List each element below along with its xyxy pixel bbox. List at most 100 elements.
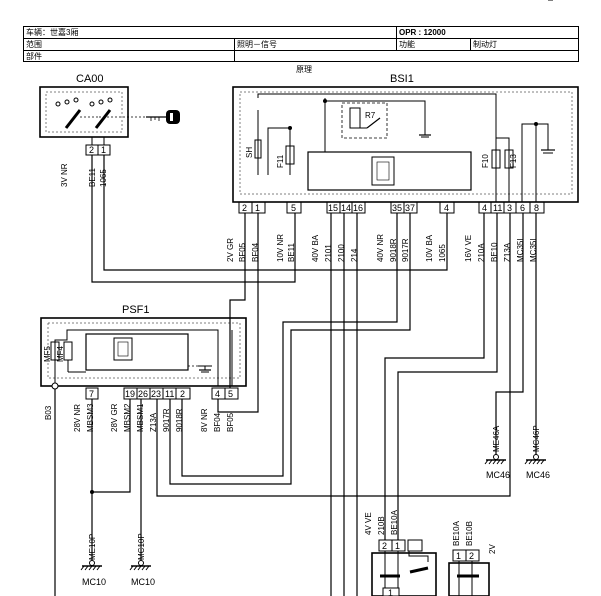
wire-210a: 210A [477,243,486,262]
wire-z13a-psf: Z13A [149,412,158,432]
psf1-pin-2: 2 [180,389,185,399]
wire-210a-route [384,213,485,540]
wire-be10: BE10 [490,242,499,262]
fuse-f10-label: F10 [481,154,490,168]
switch-a-contact [409,566,429,574]
psf1-component: PSF1 MF5 MF4 [40,304,247,390]
bsi-pin-4: 4 [444,203,449,213]
bsi-connector-mid-a [326,201,366,214]
bsi-pin-r4: 4 [482,203,487,213]
ground-mc46p-label: MC46P [532,425,541,452]
ca00-label: CA00 [76,73,104,85]
psf1-inner-box [47,322,241,379]
switch-a-pin-2: 2 [382,541,387,551]
ca00-switch-blade [94,109,112,129]
relay-contact [366,117,381,129]
psf1-internal-wire [54,329,219,386]
fuse-mf5-label: MF5 [43,345,52,362]
wire-spec-28v-nr: 28V NR [73,404,82,432]
wire-9018r: 9018R [389,238,398,262]
wire-spec-16v-ve: 16V VE [464,235,473,262]
bsi-pin-3: 3 [507,203,512,213]
switch-a-pin-1: 1 [395,541,400,551]
ca00-contact [64,99,70,105]
bsi1-connectors: 2 1 5 15 14 16 35 37 4 4 11 3 6 8 [238,201,545,214]
bottom-wire-be10a: BE10A [390,509,399,535]
bsi-controller [307,151,472,191]
bsi-internal-wire [496,137,510,202]
wire-9018r-psf: 9018R [175,408,184,432]
ground-terminal [533,454,539,460]
bottom-wire-210b: 210B [377,516,386,535]
relay-r7-label: R7 [365,111,376,120]
wire-214: 214 [350,248,359,262]
ca00-contact [89,101,95,107]
wire-mc35i-b: MC35I [529,238,538,262]
switch-a-pin-bottom: 1 [388,588,393,596]
parts-cell: 部件 [26,52,42,61]
ca00-pin-1: 1 [101,145,106,155]
ground-terminal [493,454,499,460]
bsi-pin-15: 15 [328,203,338,213]
bsi-pin-37: 37 [405,203,415,213]
ground-mc46-a-label: MC46 [486,470,510,480]
wire-bf05: BF05 [238,242,247,262]
psf1-pin-4: 4 [215,389,220,399]
ground-hatch [80,565,101,571]
relay-r7-box [341,102,388,139]
ground-mc46-b-label: MC46 [526,470,550,480]
wire-mbsm2-route [92,399,131,493]
key-hole [170,113,173,121]
title-row-1: 车辆：世嘉3厢 OPR : 12000 [24,27,578,39]
relay-coil [349,107,361,129]
ground-terminal [138,560,144,566]
ca00-switch-blade [64,109,82,129]
switch-b-pin-2: 2 [469,551,474,561]
bsi-chip-core [376,161,390,181]
wire-z13a-route [156,213,511,497]
bsi1-wire-labels: 2V GR BF05 BF04 10V NR BE11 40V BA 2101 … [226,234,538,262]
ca00-wire-spec: 3V NR [60,163,69,187]
ca00-box [39,86,129,138]
bsi-pin-14: 14 [341,203,351,213]
ground-me10p-label: ME10P [88,534,97,560]
switch-a-connector-extra [407,539,423,552]
shunt-sh-label: SH [245,147,254,158]
wire-9017r-route [169,213,411,485]
junction [90,490,94,494]
junction [534,122,538,126]
ground-mc10-a-label: MC10 [82,577,106,587]
wire-1065: 1065 [438,244,447,262]
wire-spec-40v-nr: 40V NR [376,234,385,262]
fuse-f11 [285,145,295,165]
bsi1-component: BSI1 R7 SH F11 F10 F [232,73,579,203]
bsi1-inner-box [239,91,573,195]
wire-bf04-psf: BF04 [213,412,222,432]
ca00-contact [55,101,61,107]
wire-bf04-route [217,213,259,413]
category-cell: 照明－信号 [234,39,396,50]
title-row-2: 范围 照明－信号 功能 制动灯 [24,39,578,51]
psf1-box [40,317,247,387]
ca00-inner-box [45,91,123,133]
switch-a-box [371,552,437,596]
switch-a-pin-box [382,587,400,596]
grounds: ME46A MC46 MC46P MC46 ME10P MC10 MC10P M… [80,425,550,587]
opr-cell: OPR : 12000 [396,27,580,38]
wire-spec-40v-ba: 40V BA [311,234,320,262]
bsi-pin-1: 1 [255,203,260,213]
psf1-terminal-b03 [51,382,59,390]
fuse-mf5 [50,341,60,361]
ground-mc10-b-label: MC10 [131,577,155,587]
brake-switches: 4V VE 210B BE10A 2 1 1 BE10A BE10B 2V 1 … [364,509,497,596]
switch-b-box [448,562,490,596]
wire-mbsm3: MBSM3 [86,403,95,432]
switch-a-wire [408,551,429,562]
bsi-pin-5: 5 [291,203,296,213]
ground-hatch [484,459,505,465]
harness-wires [54,155,537,596]
wire-b03: B03 [44,405,53,420]
shunt-sh [254,139,262,159]
parts-value-cell [234,51,580,62]
